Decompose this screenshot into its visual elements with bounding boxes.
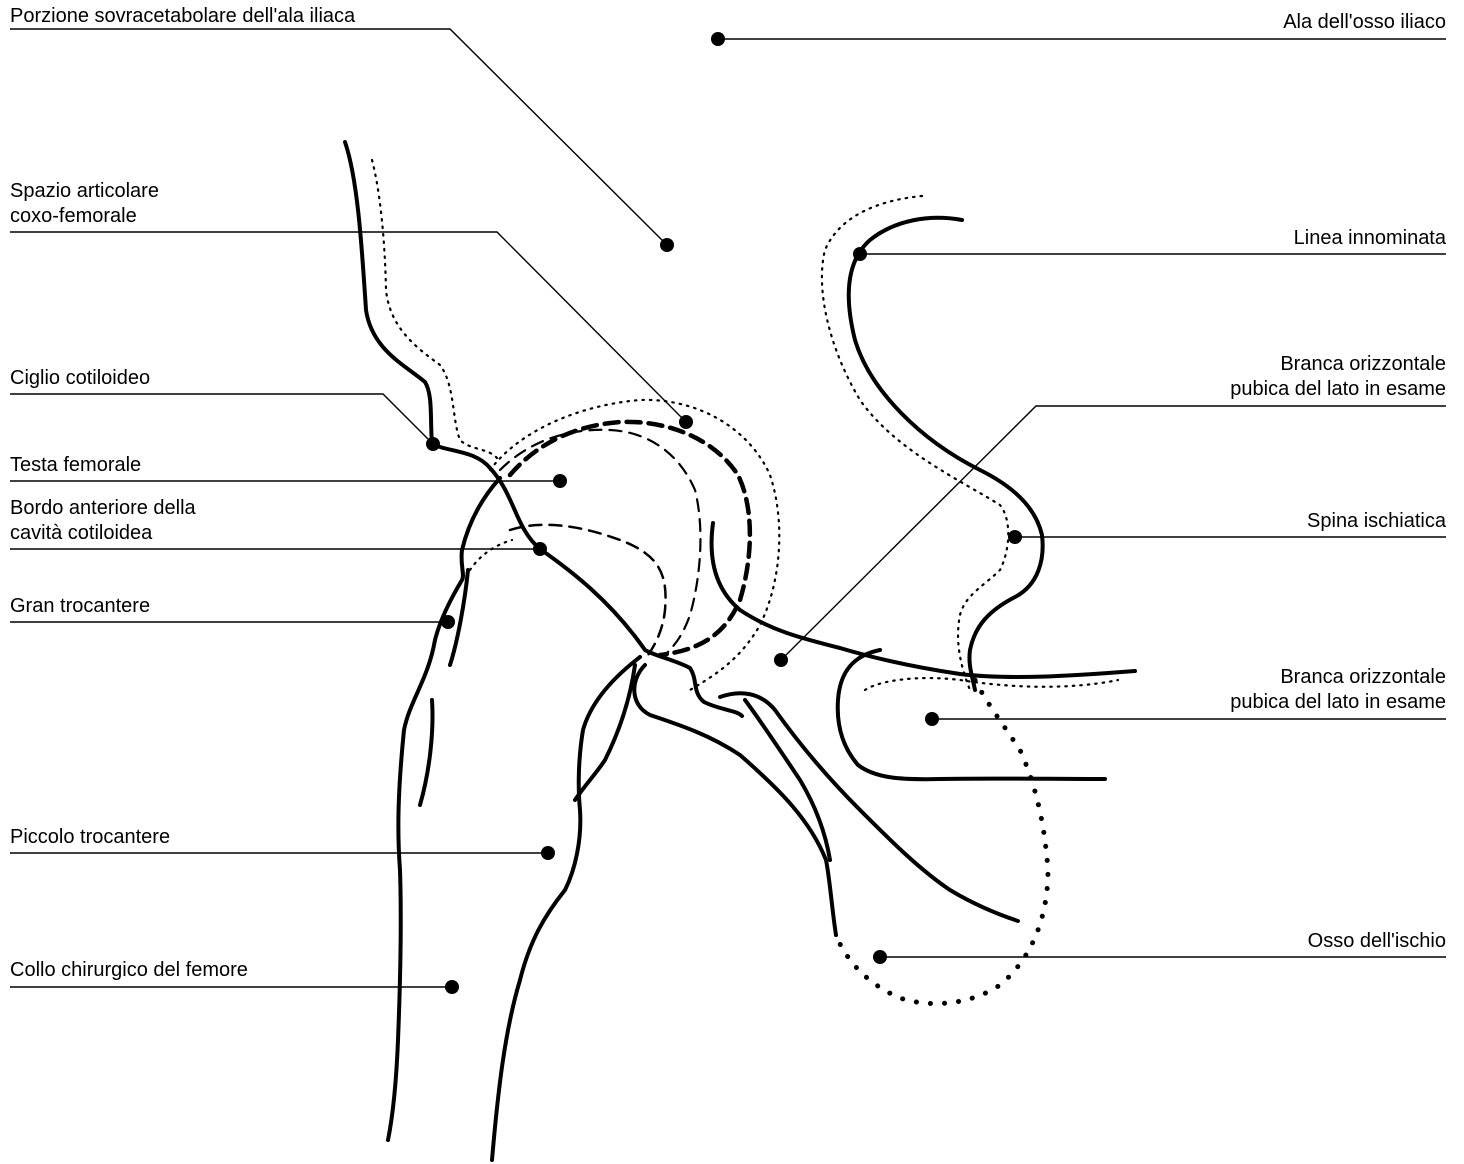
marker-ala-osso-iliaco xyxy=(711,32,725,46)
femoral-neck-lower xyxy=(634,665,836,935)
marker-branca-2 xyxy=(925,712,939,726)
iliac-contralateral-border xyxy=(372,160,497,458)
marker-ciglio-cotiloideo xyxy=(426,437,440,451)
marker-testa-femorale xyxy=(553,474,567,488)
label-collo-chirurgico: Collo chirurgico del femore xyxy=(10,958,248,983)
label-linea-innominata: Linea innominata xyxy=(1294,226,1446,251)
leader-ciglio-cotiloideo xyxy=(10,394,433,444)
marker-porzione-sovracetabolare xyxy=(660,238,674,252)
solid-outlines xyxy=(345,142,1135,1160)
label-text: Collo chirurgico del femore xyxy=(10,958,248,983)
label-text: Porzione sovracetabolare dell'ala iliaca xyxy=(10,4,355,29)
acetabulum-inner-line xyxy=(712,523,1135,677)
label-text: Testa femorale xyxy=(10,453,141,478)
iliac-outer-border xyxy=(345,142,742,716)
label-spazio-articolare: Spazio articolare coxo-femorale xyxy=(10,179,159,229)
marker-collo-chirurgico xyxy=(445,980,459,994)
label-piccolo-trocantere: Piccolo trocantere xyxy=(10,825,170,850)
label-text-line-2: pubica del lato in esame xyxy=(1230,377,1446,402)
label-testa-femorale: Testa femorale xyxy=(10,453,141,478)
label-branca-orizzontale-2: Branca orizzontale pubica del lato in es… xyxy=(1230,665,1446,715)
femoral-neck-dotted xyxy=(470,540,512,570)
marker-spina-ischiatica xyxy=(1008,530,1022,544)
marker-bordo-anteriore xyxy=(533,542,547,556)
ischium-dotted-outline xyxy=(838,680,1048,1004)
label-porzione-sovracetabolare: Porzione sovracetabolare dell'ala iliaca xyxy=(10,4,355,29)
label-text-line-1: Branca orizzontale xyxy=(1230,665,1446,690)
label-text: Ala dell'osso iliaco xyxy=(1283,10,1446,35)
label-ciglio-cotiloideo: Ciglio cotiloideo xyxy=(10,366,150,391)
label-ala-osso-iliaco: Ala dell'osso iliaco xyxy=(1283,10,1446,35)
label-text: Linea innominata xyxy=(1294,226,1446,251)
label-branca-orizzontale-1: Branca orizzontale pubica del lato in es… xyxy=(1230,352,1446,402)
label-text-line-2: cavità cotiloidea xyxy=(10,521,196,546)
linea-innominata-curve xyxy=(849,218,1043,690)
label-text: Spina ischiatica xyxy=(1307,509,1446,534)
label-bordo-anteriore: Bordo anteriore della cavità cotiloidea xyxy=(10,496,196,546)
label-text-line-1: Bordo anteriore della xyxy=(10,496,196,521)
marker-piccolo-trocantere xyxy=(541,846,555,860)
marker-osso-ischio xyxy=(873,950,887,964)
label-gran-trocantere: Gran trocantere xyxy=(10,594,150,619)
femoral-head-dashed-thin xyxy=(500,430,700,655)
label-text: Piccolo trocantere xyxy=(10,825,170,850)
marker-gran-trocantere xyxy=(441,615,455,629)
femur-lateral-border xyxy=(388,478,500,1140)
leader-lines xyxy=(10,29,1446,987)
dotted-outlines xyxy=(372,160,1118,690)
label-spina-ischiatica: Spina ischiatica xyxy=(1307,509,1446,534)
label-text-line-1: Spazio articolare xyxy=(10,179,159,204)
label-text: Gran trocantere xyxy=(10,594,150,619)
label-text: Ciglio cotiloideo xyxy=(10,366,150,391)
label-text-line-2: coxo-femorale xyxy=(10,204,159,229)
label-osso-ischio: Osso dell'ischio xyxy=(1308,929,1446,954)
label-text: Osso dell'ischio xyxy=(1308,929,1446,954)
pubic-ramus-dotted xyxy=(865,678,1118,690)
marker-branca-1 xyxy=(774,653,788,667)
marker-linea-innominata xyxy=(853,247,867,261)
femoral-head-dashed-thick xyxy=(510,422,750,655)
label-text-line-2: pubica del lato in esame xyxy=(1230,690,1446,715)
label-text-line-1: Branca orizzontale xyxy=(1230,352,1446,377)
ischium-dotted xyxy=(838,680,1048,1004)
marker-spazio-articolare xyxy=(679,415,693,429)
femur-lateral-inner-line xyxy=(420,700,433,805)
